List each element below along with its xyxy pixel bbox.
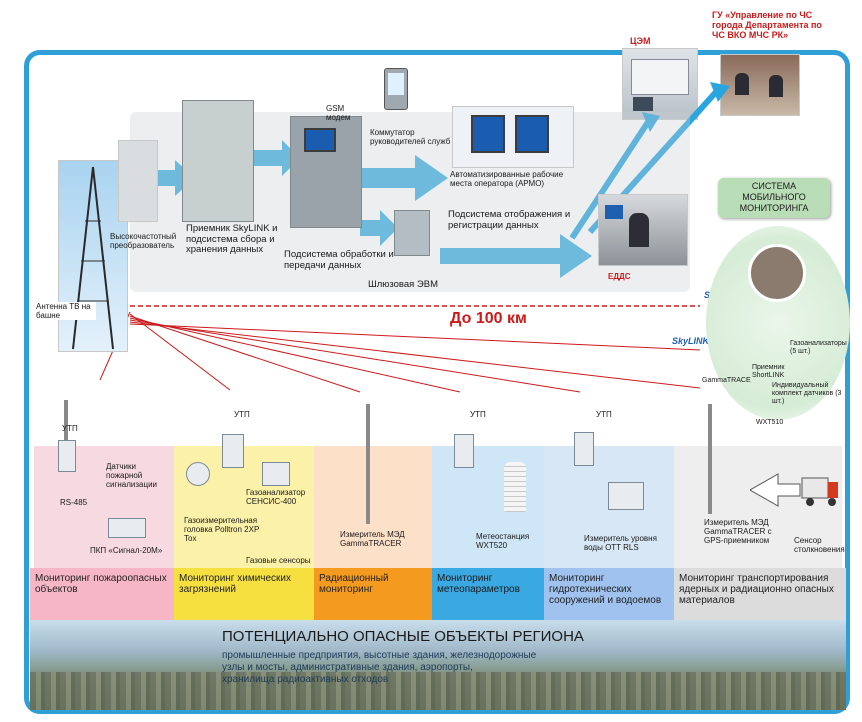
bottom-title: ПОТЕНЦИАЛЬНО ОПАСНЫЕ ОБЪЕКТЫ РЕГИОНА (222, 628, 584, 645)
band-fire (34, 446, 174, 572)
gsm-modem-label: GSM модем (326, 104, 351, 122)
gas-analyzer-label: Газоанализатор СЕНСИС-400 (246, 488, 306, 506)
footer-meteo: Мониторинг метеопараметров (432, 568, 544, 620)
utp-label-2: УТП (234, 410, 250, 419)
city-panorama (30, 620, 846, 710)
kit-label: Индивидуальный комплект датчиков (3 шт.) (772, 382, 842, 405)
commutator-label: Коммутатор руководителей служб (370, 128, 451, 146)
mobile-title: СИСТЕМА МОБИЛЬНОГО МОНИТОРИНГА (739, 181, 809, 213)
band-transport (674, 446, 842, 572)
meteo-label: Метеостанция WXT520 (476, 532, 530, 550)
pkp-label: ПКП «Сигнал-20М» (90, 546, 163, 555)
cem-label: ЦЭМ (630, 36, 651, 46)
footer-hydro: Мониторинг гидротехнических сооружений и… (544, 568, 674, 620)
transport-truck (750, 473, 838, 507)
edds-photo (598, 194, 688, 266)
pole-3 (366, 404, 370, 524)
pole-1 (64, 400, 68, 456)
antenna-label: Антенна ТВ на башне (36, 302, 96, 320)
hf-converter-label: Высокочастотный преобразователь (110, 232, 177, 250)
receiver-label: Приемник ShortLINK (752, 364, 785, 379)
gateway-computer (394, 210, 430, 256)
tv-tower-photo (58, 160, 128, 352)
mobile-operator-photo (748, 244, 806, 302)
gas-head-label: Газоизмерительная головка Polltron 2XP T… (184, 516, 260, 543)
rs485-label: RS-485 (60, 498, 88, 507)
utp-label-5: УТП (596, 410, 612, 419)
utp-device-2 (222, 434, 244, 468)
gu-title: ГУ «Управление по ЧС города Департамента… (712, 10, 822, 40)
gammatrace-label: GammaTRACE (702, 377, 751, 384)
skylink-receiver-label: Приемник SkyLINK и подсистема сбора и хр… (186, 223, 278, 255)
pda-device (384, 68, 408, 110)
utp-label-1: УТП (62, 424, 78, 433)
edds-label: ЕДДС (608, 272, 631, 281)
gas-sensors-label: Газовые сенсоры (246, 556, 311, 565)
pkp-device (108, 518, 146, 538)
fire-sensors-label: Датчики пожарной сигнализации (106, 462, 158, 489)
utp-device-1 (58, 440, 76, 472)
utp-label-4: УТП (470, 410, 486, 419)
utp-device-5 (574, 432, 594, 466)
mobile-title-box: СИСТЕМА МОБИЛЬНОГО МОНИТОРИНГА (718, 178, 830, 218)
gas-analyzers-label: Газоанализаторы (5 шт.) (790, 340, 847, 355)
hf-converter-photo (118, 140, 158, 222)
utp-device-4 (454, 434, 474, 468)
distance-label: До 100 км (450, 310, 527, 327)
armo-label: Автоматизированные рабочие места операто… (450, 170, 564, 188)
wxt-label: WXT510 (756, 419, 784, 426)
footer-fire: Мониторинг пожароопасных объектов (30, 568, 174, 620)
armo-photo (452, 106, 574, 168)
footer-transport: Мониторинг транспортирования ядерных и р… (674, 568, 846, 620)
bottom-line3: хранилища радиоактивных отходов (222, 674, 389, 685)
gps-gammatracer-label: Измеритель МЭД GammaTRACER с GPS-приемни… (704, 518, 772, 545)
water-level-device (608, 482, 644, 510)
band-radiation (314, 446, 432, 572)
pole-6 (708, 404, 712, 514)
footer-radiation: Радиационный мониторинг (314, 568, 432, 620)
skylink-logo-right2: SkyLINK (672, 336, 710, 346)
gammatracer-label: Измеритель МЭД GammaTRACER (340, 530, 405, 548)
display-subsystem-label: Подсистема отображения и регистрации дан… (448, 209, 571, 231)
footer-chemical: Мониторинг химических загрязнений (174, 568, 314, 620)
gu-photo (720, 54, 800, 116)
band-meteo (432, 446, 544, 572)
gateway-label: Шлюзовая ЭВМ (368, 279, 438, 290)
weather-station (504, 462, 526, 512)
bottom-line2: узлы и мосты, административные здания, а… (222, 662, 473, 673)
bottom-line1: промышленные предприятия, высотные здани… (222, 650, 537, 661)
collision-sensor-label: Сенсор столкновения (794, 536, 845, 554)
processing-monitor (304, 128, 336, 152)
processing-rack (290, 116, 362, 228)
processing-label: Подсистема обработки и передачи данных (284, 249, 394, 271)
gas-analyzer-device (262, 462, 290, 486)
gas-head-device (186, 462, 210, 486)
water-level-label: Измеритель уровня воды OTT RLS (584, 534, 657, 552)
skylink-rack (182, 100, 254, 222)
cem-photo (622, 48, 698, 120)
